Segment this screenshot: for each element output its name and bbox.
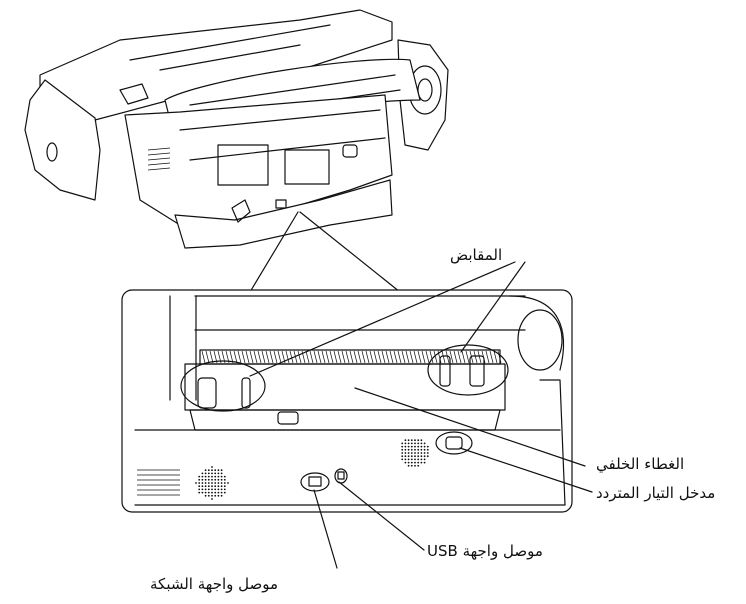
rear-usb-port-icon xyxy=(275,199,287,209)
label-rear-cover: الغطاء الخلفي xyxy=(596,455,685,473)
inset-panel xyxy=(121,289,573,513)
zoom-line-right xyxy=(299,211,401,293)
power-socket-icon xyxy=(435,431,473,455)
network-port-icon xyxy=(300,472,330,492)
handle-right-outline xyxy=(427,344,509,396)
callout-lines xyxy=(249,261,593,569)
label-ac-inlet: مدخل التيار المتردد xyxy=(596,484,716,502)
handle-left-outline xyxy=(180,360,266,412)
zoom-line-left xyxy=(249,211,299,293)
label-network-connector: موصل واجهة الشبكة xyxy=(150,575,279,593)
speaker-grille-icon xyxy=(401,439,429,467)
label-handles: المقابض xyxy=(450,246,503,264)
speaker-grille-icon xyxy=(195,466,229,500)
printer-body xyxy=(24,9,449,249)
label-usb-connector: موصل واجهة USB xyxy=(427,542,543,560)
rear-power-socket-icon xyxy=(342,144,358,158)
